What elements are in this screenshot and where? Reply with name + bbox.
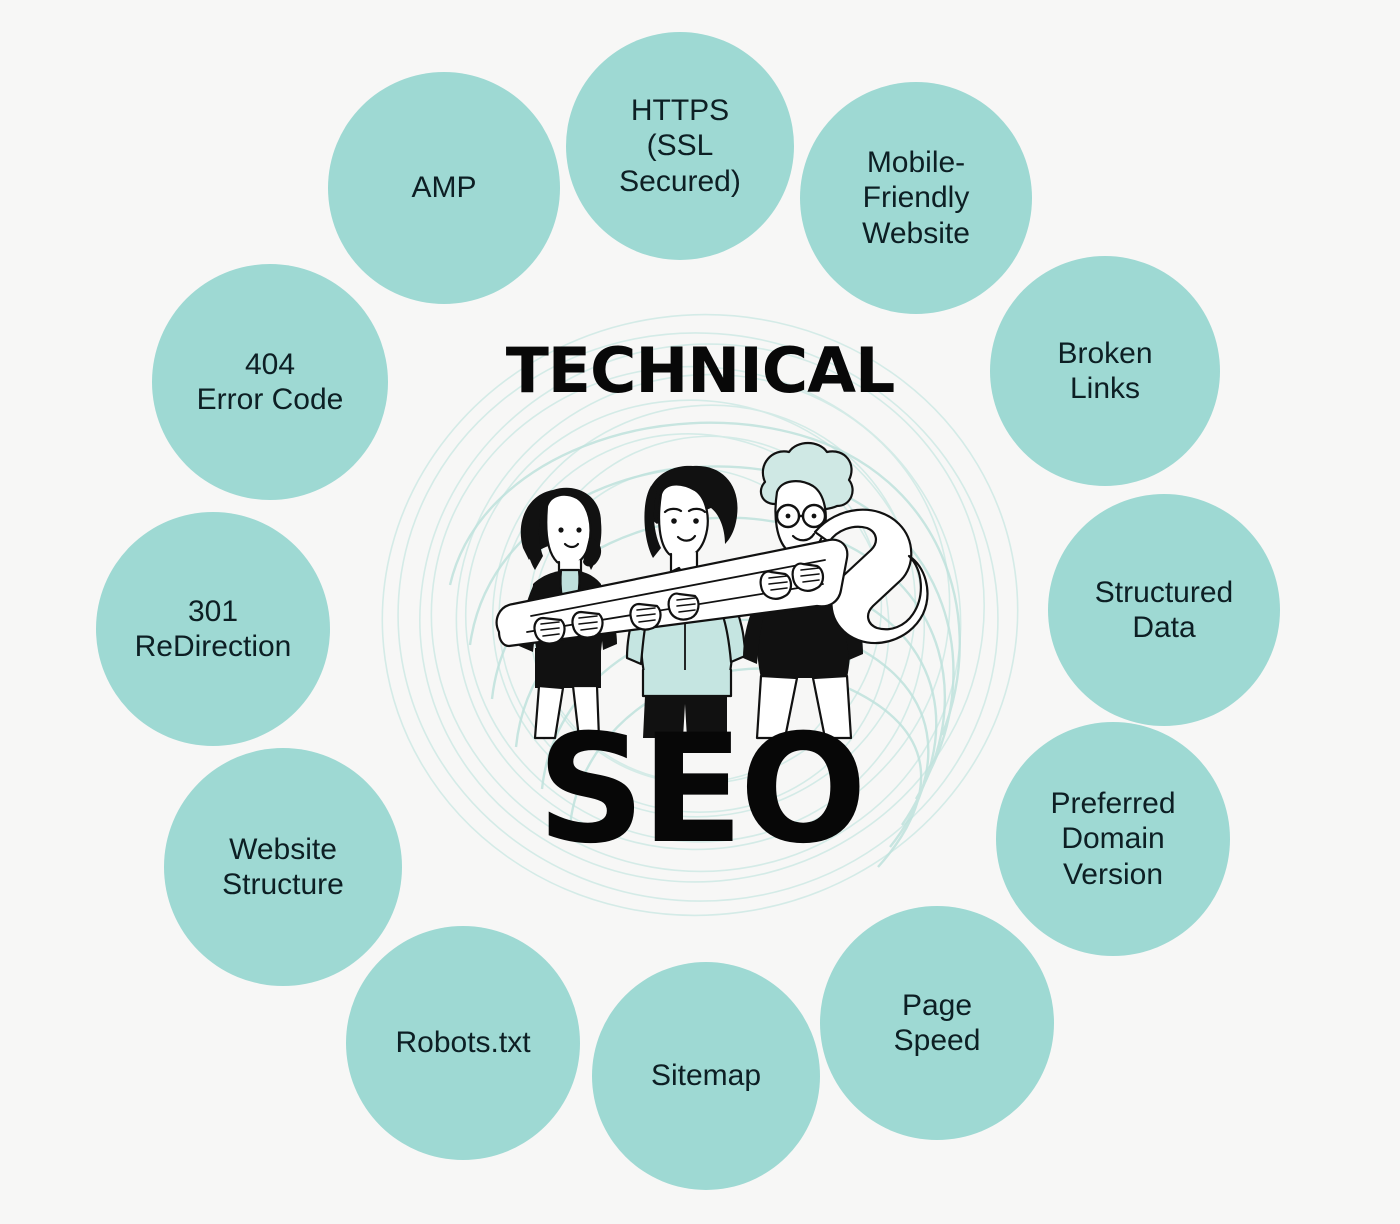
- bubble-website-structure[interactable]: Website Structure: [164, 748, 402, 986]
- center-title-technical: TECHNICAL: [505, 334, 896, 407]
- bubble-label-sitemap: Sitemap: [650, 1059, 762, 1093]
- bubble-label-website-structure: Website Structure: [222, 832, 344, 901]
- bubble-label-broken-links: Broken Links: [1057, 336, 1153, 405]
- bubble-sitemap[interactable]: Sitemap: [592, 962, 820, 1190]
- bubble-robots-txt[interactable]: Robots.txt: [346, 926, 580, 1160]
- three-people-holding-wrench-illustration: [495, 441, 929, 740]
- bubble-label-404-error-code: 404 Error Code: [196, 347, 344, 416]
- center-title-seo: SEO: [536, 703, 867, 877]
- center-stage: TECHNICAL: [330, 285, 1070, 945]
- bubble-label-mobile-friendly-website: Mobile- Friendly Website: [862, 145, 970, 250]
- bubble-https-ssl-secured[interactable]: HTTPS (SSL Secured): [566, 32, 794, 260]
- bubble-label-amp: AMP: [411, 171, 477, 205]
- bubble-mobile-friendly-website[interactable]: Mobile- Friendly Website: [800, 82, 1032, 314]
- bubble-label-robots-txt: Robots.txt: [395, 1026, 531, 1060]
- bubble-amp[interactable]: AMP: [328, 72, 560, 304]
- bubble-label-301-redirection: 301 ReDirection: [134, 594, 292, 663]
- bubble-preferred-domain-version[interactable]: Preferred Domain Version: [996, 722, 1230, 956]
- bubble-structured-data[interactable]: Structured Data: [1048, 494, 1280, 726]
- bubble-page-speed[interactable]: Page Speed: [820, 906, 1054, 1140]
- bubble-label-page-speed: Page Speed: [893, 988, 981, 1057]
- bubble-label-structured-data: Structured Data: [1094, 575, 1234, 644]
- bubble-404-error-code[interactable]: 404 Error Code: [152, 264, 388, 500]
- bubble-label-https-ssl-secured: HTTPS (SSL Secured): [619, 93, 741, 198]
- bubble-label-preferred-domain-version: Preferred Domain Version: [1050, 786, 1176, 891]
- bubble-301-redirection[interactable]: 301 ReDirection: [96, 512, 330, 746]
- bubble-broken-links[interactable]: Broken Links: [990, 256, 1220, 486]
